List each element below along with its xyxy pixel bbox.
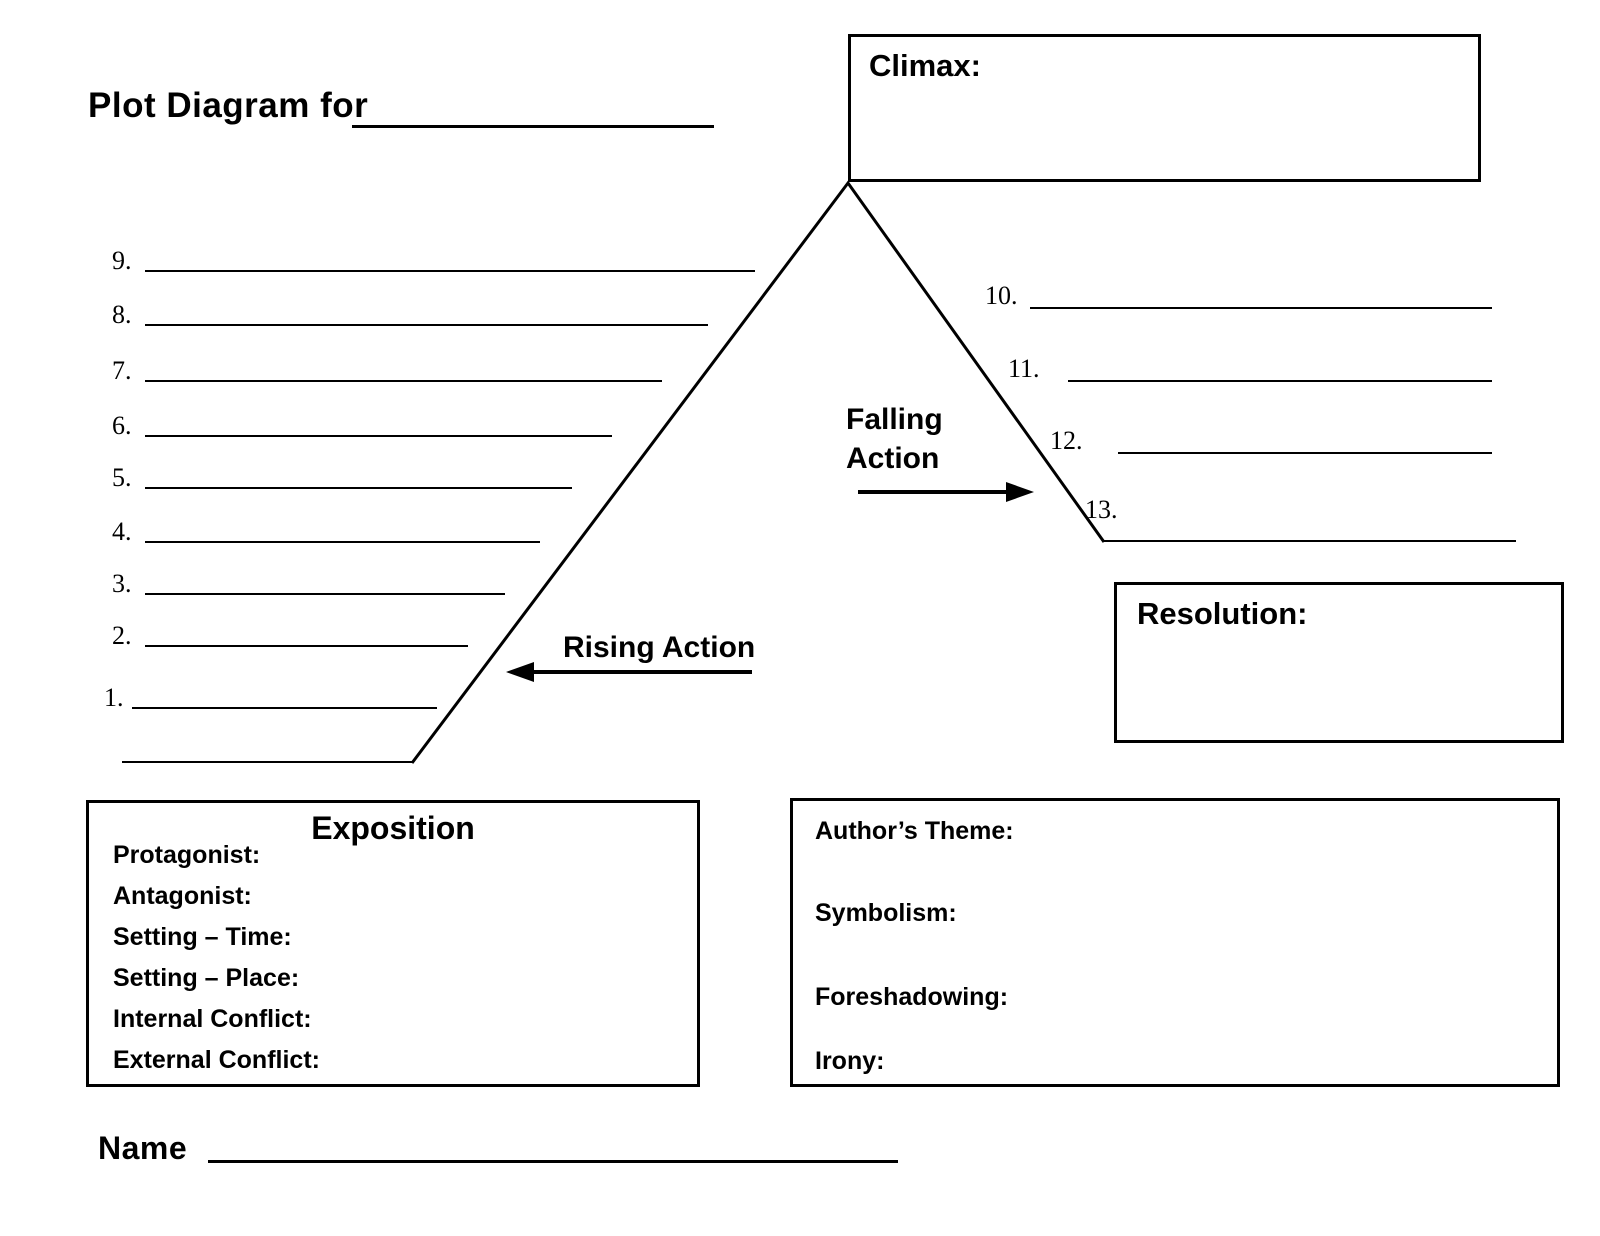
plot-point-number: 5. xyxy=(112,463,132,492)
symbolism-label: Symbolism: xyxy=(815,899,957,927)
plot-point-number: 7. xyxy=(112,356,132,385)
page-title: Plot Diagram for xyxy=(88,86,369,125)
protagonist-label: Protagonist: xyxy=(113,841,261,869)
plot-point-number: 3. xyxy=(112,569,132,598)
plot-point-blank-4[interactable] xyxy=(145,541,540,543)
antagonist-label: Antagonist: xyxy=(113,882,252,910)
plot-point-number: 8. xyxy=(112,300,132,329)
resolution-box[interactable]: Resolution: xyxy=(1114,582,1564,743)
plot-point-blank-11[interactable] xyxy=(1068,380,1492,382)
climax-label: Climax: xyxy=(869,48,981,83)
falling-action-arrowhead-icon xyxy=(1006,482,1034,502)
plot-triangle-line xyxy=(410,180,1106,764)
theme-box[interactable]: Author’s Theme: Symbolism: Foreshadowing… xyxy=(790,798,1560,1087)
plot-point-number: 12. xyxy=(1050,426,1083,455)
resolution-label: Resolution: xyxy=(1137,596,1308,631)
plot-point-blank-6[interactable] xyxy=(145,435,612,437)
plot-point-number: 2. xyxy=(112,621,132,650)
foreshadowing-label: Foreshadowing: xyxy=(815,983,1009,1011)
plot-point-number: 10. xyxy=(985,281,1018,310)
plot-point-number: 1. xyxy=(104,683,124,712)
external-conflict-label: External Conflict: xyxy=(113,1046,320,1074)
rising-action-arrowhead-icon xyxy=(506,662,534,682)
title-blank-line[interactable] xyxy=(352,125,714,128)
falling-action-label: Falling Action xyxy=(846,403,943,475)
plot-point-blank-10[interactable] xyxy=(1030,307,1492,309)
climax-box[interactable]: Climax: xyxy=(848,34,1481,182)
plot-point-blank-2[interactable] xyxy=(145,645,468,647)
authors-theme-label: Author’s Theme: xyxy=(815,817,1014,845)
plot-point-blank-12[interactable] xyxy=(1118,452,1492,454)
plot-point-number: 6. xyxy=(112,411,132,440)
setting-place-label: Setting – Place: xyxy=(113,964,300,992)
plot-point-blank-9[interactable] xyxy=(145,270,755,272)
name-label: Name xyxy=(98,1130,188,1166)
plot-point-number: 9. xyxy=(112,246,132,275)
rising-action-label: Rising Action xyxy=(563,631,756,664)
exposition-box[interactable]: Exposition Protagonist: Antagonist: Sett… xyxy=(86,800,700,1087)
plot-point-blank-7[interactable] xyxy=(145,380,662,382)
plot-point-blank-13[interactable] xyxy=(1104,540,1516,542)
plot-point-blank-3[interactable] xyxy=(145,593,505,595)
exposition-title: Exposition xyxy=(311,810,475,846)
plot-point-blank-8[interactable] xyxy=(145,324,708,326)
plot-point-blank-1[interactable] xyxy=(132,707,437,709)
setting-time-label: Setting – Time: xyxy=(113,923,292,951)
irony-label: Irony: xyxy=(815,1047,885,1075)
plot-point-number: 13. xyxy=(1085,495,1118,524)
plot-point-number: 11. xyxy=(1008,354,1040,383)
internal-conflict-label: Internal Conflict: xyxy=(113,1005,312,1033)
plot-point-number: 4. xyxy=(112,517,132,546)
plot-point-blank-5[interactable] xyxy=(145,487,572,489)
name-blank-line[interactable] xyxy=(208,1160,898,1163)
exposition-baseline xyxy=(122,761,412,763)
